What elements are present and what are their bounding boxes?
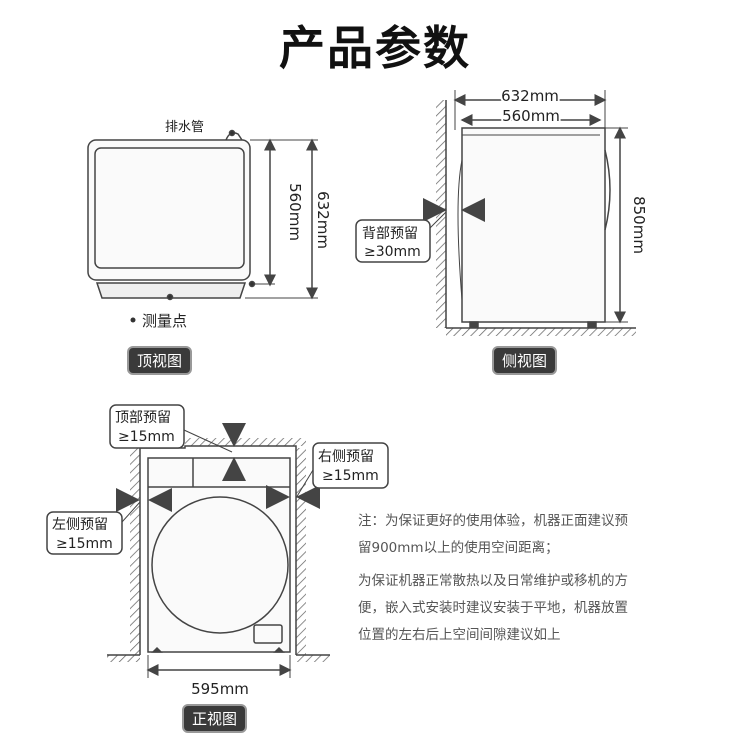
machine-side	[461, 127, 606, 323]
front-view	[46, 404, 389, 678]
top-gap-value: ≥15mm	[118, 429, 175, 445]
note-line: 留900mm以上的使用空间距离；	[358, 540, 559, 556]
note-line: 位置的左右后上空间间隙建议如上	[358, 627, 561, 643]
side-dim-632-label: 632mm	[501, 87, 559, 105]
right-gap-callout	[312, 442, 389, 489]
side-view	[355, 90, 636, 336]
machine-base	[95, 282, 247, 299]
service-panel	[253, 624, 283, 644]
top-dim-632-label: 632mm	[314, 191, 332, 249]
drain-label: 排水管	[165, 120, 204, 135]
machine-top-inner	[94, 147, 245, 269]
top-dim-560-label: 560mm	[286, 183, 304, 241]
back-gap-callout	[355, 219, 431, 263]
side-view-tag: 侧视图	[492, 346, 558, 375]
back-gap-value: ≥30mm	[364, 244, 421, 260]
front-view-tag: 正视图	[182, 704, 248, 733]
left-gap-title: 左侧预留	[52, 517, 108, 533]
right-gap-title: 右侧预留	[318, 449, 374, 465]
page-title: 产品参数	[279, 21, 471, 75]
measure-point-icon	[166, 293, 174, 301]
note-paragraph-1: 注：为保证更好的使用体验，机器正面建议预 留900mm以上的使用空间距离；	[358, 508, 698, 562]
top-gap-title: 顶部预留	[115, 410, 171, 426]
measure-point-icon	[228, 129, 236, 137]
top-view	[87, 129, 318, 301]
legend-dot-icon	[130, 317, 136, 323]
front-dim-595-label: 595mm	[191, 680, 249, 698]
floor	[446, 328, 636, 336]
measure-point-icon	[248, 280, 256, 288]
note-line: 注：为保证更好的使用体验，机器正面建议预	[358, 513, 628, 529]
back-gap-title: 背部预留	[362, 226, 418, 242]
side-dim-850-label: 850mm	[630, 196, 648, 254]
top-view-tag: 顶视图	[127, 346, 193, 375]
right-gap-value: ≥15mm	[322, 468, 379, 484]
machine-top-outline	[87, 139, 251, 281]
top-gap-callout	[109, 404, 185, 449]
left-gap-value: ≥15mm	[56, 536, 113, 552]
note-paragraph-2: 为保证机器正常散热以及日常维护或移机的方 便，嵌入式安装时建议安装于平地，机器放…	[358, 568, 698, 649]
left-gap-callout	[46, 511, 123, 555]
note-line: 便，嵌入式安装时建议安装于平地，机器放置	[358, 600, 628, 616]
right-wall	[296, 448, 306, 655]
door-circle	[151, 496, 289, 634]
side-dim-560-label: 560mm	[502, 107, 560, 125]
measure-point-legend: 测量点	[142, 312, 187, 330]
left-wall	[130, 448, 140, 655]
door-profile	[604, 149, 611, 231]
note-line: 为保证机器正常散热以及日常维护或移机的方	[358, 573, 628, 589]
